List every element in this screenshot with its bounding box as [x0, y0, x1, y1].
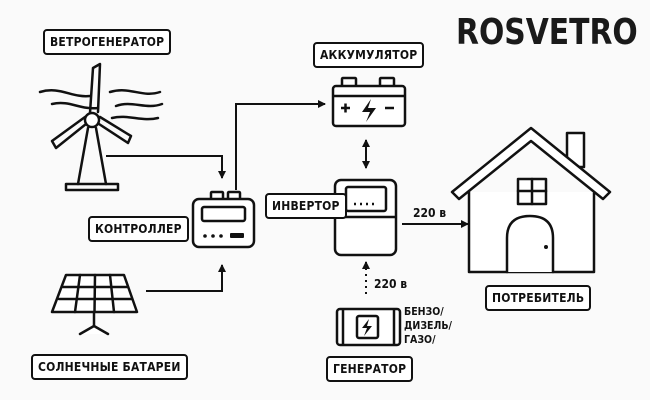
- wind-turbine-icon: [38, 62, 164, 192]
- label-wind-generator: ВЕТРОГЕНЕРАТОР: [43, 29, 172, 55]
- label-battery: АККУМУЛЯТОР: [313, 42, 425, 68]
- generator-icon: [335, 307, 402, 347]
- label-consumer: ПОТРЕБИТЕЛЬ: [485, 285, 592, 311]
- connectors: [106, 100, 469, 294]
- solar-panel-icon: [50, 273, 139, 336]
- label-controller: КОНТРОЛЛЕР: [88, 216, 189, 242]
- car-battery-icon: [331, 76, 407, 128]
- voltage-generator-text: 220 в: [374, 277, 408, 291]
- label-inverter: ИНВЕРТОР: [265, 193, 347, 219]
- charge-controller-icon: [191, 190, 256, 249]
- controller-to-battery-arrow: [235, 100, 326, 190]
- label-solar-panels: СОЛНЕЧНЫЕ БАТАРЕИ: [31, 354, 188, 380]
- label-generator: ГЕНЕРАТОР: [326, 356, 414, 382]
- fuel-type-gas: ГАЗО/: [404, 334, 436, 346]
- brand-logo: ROSVETRO: [456, 12, 638, 53]
- fuel-type-diesel: ДИЗЕЛЬ/: [404, 320, 452, 332]
- voltage-output-text: 220 в: [413, 206, 447, 220]
- solar-to-controller-arrow: [146, 264, 226, 292]
- fuel-types-list: БЕНЗО/ ДИЗЕЛЬ/ ГАЗО/: [404, 305, 452, 347]
- house-icon: [450, 126, 612, 274]
- wind-to-controller-arrow: [106, 155, 226, 179]
- fuel-type-petrol: БЕНЗО/: [404, 306, 444, 318]
